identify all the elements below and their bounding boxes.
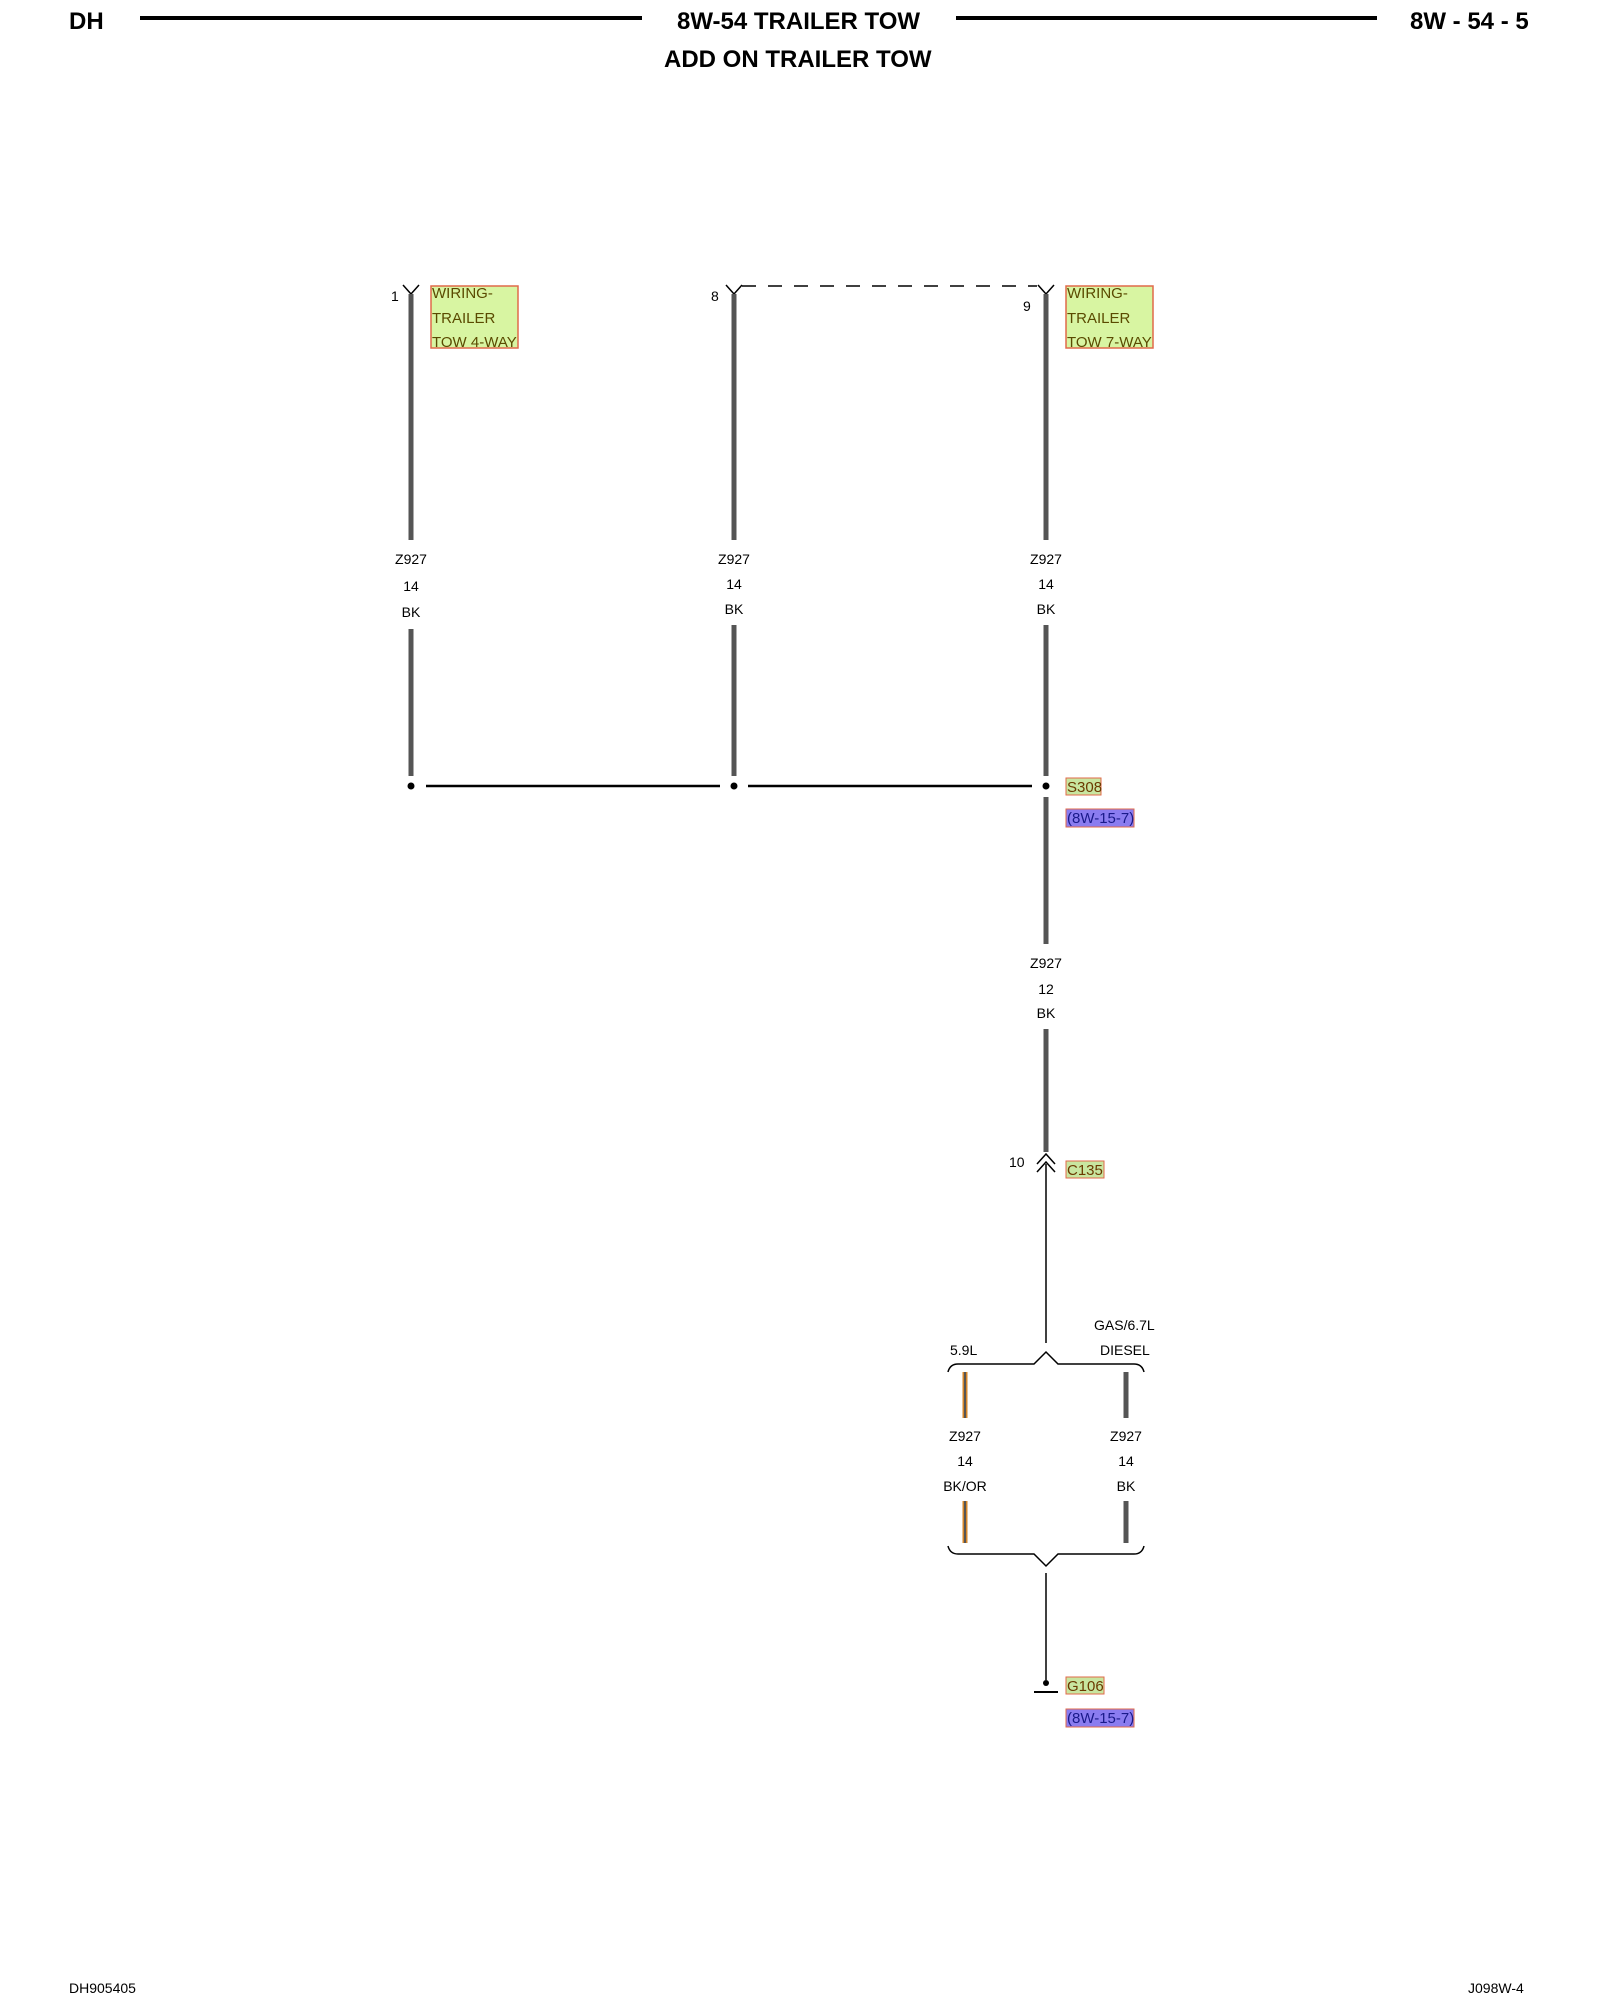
option-right-label-1: GAS/6.7L — [1094, 1317, 1155, 1333]
wire-gauge: 14 — [726, 576, 742, 592]
connector-7way-pin: 9 — [1023, 298, 1031, 314]
connector-c135-name-box — [1065, 1160, 1105, 1179]
connector-c135[interactable]: 10 C135 — [1009, 1152, 1105, 1179]
connector-7way-name-1: WIRING- — [1067, 285, 1128, 302]
header-rule-left — [140, 16, 642, 20]
wire-color: BK/OR — [943, 1478, 987, 1494]
page-subtitle: ADD ON TRAILER TOW — [664, 46, 932, 73]
connector-4way-label-box — [430, 285, 519, 349]
splice-s308[interactable]: S308 — [407, 777, 1103, 796]
wire-circuit: Z927 — [718, 551, 750, 567]
header-model-code: DH — [69, 8, 104, 35]
ground-xref-link[interactable]: (8W-15-7) — [1065, 1708, 1135, 1728]
splice-dot-3 — [1042, 782, 1050, 790]
ground-eyelet-icon — [1043, 1680, 1049, 1686]
connector-7way[interactable]: 9 WIRING- TRAILER TOW 7-WAY — [1023, 284, 1154, 351]
wire-circuit: Z927 — [1030, 955, 1062, 971]
wire-gauge: 14 — [1118, 1453, 1134, 1469]
connector-c135-pin: 10 — [1009, 1154, 1025, 1170]
connector-4way-pin: 1 — [391, 288, 399, 304]
splice-s308-xref-link[interactable]: (8W-15-7) — [1065, 808, 1135, 828]
wire-gauge: 12 — [1038, 981, 1054, 997]
wire-z927-14-bk-alt[interactable]: Z927 14 BK — [1110, 1372, 1142, 1543]
connector-c135-terminal-icon-2 — [1036, 1160, 1056, 1173]
splice-xref-box — [1065, 808, 1135, 828]
ground-xref-box — [1065, 1708, 1135, 1728]
ground-name-box — [1065, 1676, 1105, 1695]
footer-doc-id: DH905405 — [69, 1980, 136, 1996]
connector-7way-pin8-label: 8 — [711, 288, 719, 304]
wire-color: BK — [1037, 601, 1056, 617]
connector-7way-label-box — [1065, 285, 1154, 349]
connector-7way-name-3: TOW 7-WAY — [1067, 334, 1152, 351]
page-number: 8W - 54 - 5 — [1410, 8, 1529, 35]
wire-color: BK — [1117, 1478, 1136, 1494]
connector-4way-name-1: WIRING- — [432, 285, 493, 302]
page-title: 8W-54 TRAILER TOW — [677, 8, 921, 35]
wire-z927-14-bk-4way[interactable]: Z927 14 BK — [395, 294, 427, 776]
header-rule-right — [956, 16, 1377, 20]
wire-z927-12-bk[interactable]: Z927 12 BK — [1030, 797, 1062, 1152]
option-brace-bottom — [947, 1545, 1145, 1568]
connector-7way-pin8-terminal-icon — [725, 284, 743, 296]
connector-7way-pin8[interactable]: 8 — [711, 284, 743, 304]
splice-name: S308 — [1067, 779, 1102, 796]
connector-7way-terminal-icon — [1037, 284, 1055, 296]
splice-name-box — [1065, 777, 1102, 796]
splice-dot-1 — [407, 782, 415, 790]
footer-figure-id: J098W-4 — [1468, 1980, 1524, 1996]
connector-4way-name-3: TOW 4-WAY — [432, 334, 517, 351]
option-left-label: 5.9L — [950, 1342, 977, 1358]
option-brace-top — [947, 1350, 1145, 1373]
wire-circuit: Z927 — [1030, 551, 1062, 567]
wire-color: BK — [402, 604, 421, 620]
ground-name: G106 — [1067, 1678, 1104, 1695]
splice-dot-2 — [730, 782, 738, 790]
ground-xref: (8W-15-7) — [1067, 1710, 1134, 1727]
wire-z927-14-bk-7way-pin8[interactable]: Z927 14 BK — [718, 294, 750, 776]
wire-circuit: Z927 — [949, 1428, 981, 1444]
connector-c135-name: C135 — [1067, 1162, 1103, 1179]
wire-gauge: 14 — [1038, 576, 1054, 592]
splice-xref: (8W-15-7) — [1067, 810, 1134, 827]
option-right-label-2: DIESEL — [1100, 1342, 1150, 1358]
wire-circuit: Z927 — [395, 551, 427, 567]
connector-4way-terminal-icon — [402, 284, 420, 296]
wire-color: BK — [725, 601, 744, 617]
wire-gauge: 14 — [957, 1453, 973, 1469]
connector-4way[interactable]: 1 WIRING- TRAILER TOW 4-WAY — [391, 284, 519, 351]
connector-4way-name-2: TRAILER — [432, 310, 496, 327]
ground-g106[interactable]: G106 — [1034, 1676, 1105, 1695]
connector-7way-name-2: TRAILER — [1067, 310, 1131, 327]
wire-color: BK — [1037, 1005, 1056, 1021]
wire-gauge: 14 — [403, 578, 419, 594]
option-bracket-top: 5.9L GAS/6.7L DIESEL — [947, 1317, 1155, 1373]
wire-z927-14-bkor[interactable]: Z927 14 BK/OR — [943, 1372, 987, 1543]
wire-z927-14-bk-7way-pin9[interactable]: Z927 14 BK — [1030, 294, 1062, 776]
connector-c135-terminal-icon — [1036, 1152, 1056, 1165]
wire-circuit: Z927 — [1110, 1428, 1142, 1444]
